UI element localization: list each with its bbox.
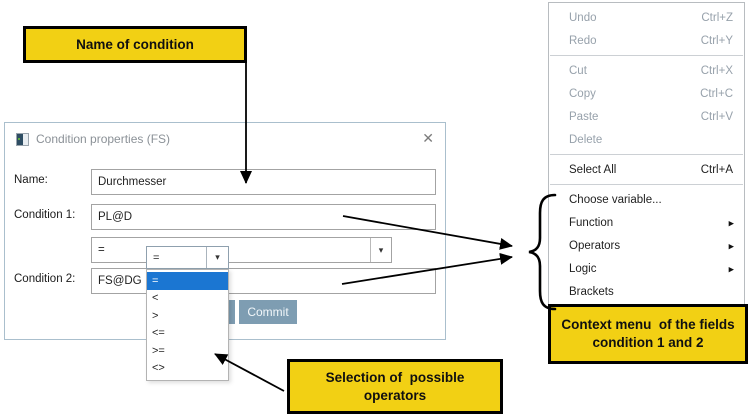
menu-item-shortcut: Ctrl+X bbox=[700, 64, 733, 77]
menu-item-label: Choose variable... bbox=[569, 193, 662, 206]
operator-dropdown-field[interactable]: = ▾ bbox=[146, 246, 229, 269]
callout-text-line1: Selection of possible bbox=[325, 369, 465, 385]
dropdown-option-gte[interactable]: >= bbox=[152, 344, 165, 357]
operator-combobox[interactable]: = ▾ bbox=[91, 237, 392, 263]
menu-item-label: Undo bbox=[569, 11, 597, 24]
condition2-label: Condition 2: bbox=[14, 273, 76, 285]
menu-separator bbox=[550, 154, 743, 155]
menu-item-undo: Undo Ctrl+Z bbox=[549, 6, 744, 29]
submenu-arrow-icon: ▶ bbox=[728, 265, 735, 273]
menu-item-label: Logic bbox=[569, 262, 597, 275]
menu-item-label: Copy bbox=[569, 87, 596, 100]
menu-item-delete: Delete bbox=[549, 128, 744, 151]
callout-text-line2: operators bbox=[363, 387, 427, 403]
callout-context-menu: Context menu of the fields condition 1 a… bbox=[548, 304, 748, 364]
menu-item-label: Operators bbox=[569, 239, 621, 252]
name-input[interactable]: Durchmesser bbox=[91, 169, 436, 195]
menu-item-label: Function bbox=[569, 216, 614, 229]
menu-item-label: Paste bbox=[569, 110, 599, 123]
dropdown-option-neq[interactable]: <> bbox=[152, 362, 165, 375]
callout-text-line1: Context menu of the fields bbox=[561, 317, 735, 333]
menu-item-cut: Cut Ctrl+X bbox=[549, 59, 744, 82]
submenu-arrow-icon: ▶ bbox=[728, 219, 735, 227]
menu-item-label: Redo bbox=[569, 34, 597, 47]
context-menu: Undo Ctrl+Z Redo Ctrl+Y Cut Ctrl+X Copy Ctrl+C P… bbox=[548, 2, 745, 307]
chevron-down-icon[interactable]: ▾ bbox=[206, 247, 228, 268]
menu-item-label: Select All bbox=[569, 163, 617, 176]
menu-item-shortcut: Ctrl+A bbox=[700, 163, 733, 176]
menu-item-copy: Copy Ctrl+C bbox=[549, 82, 744, 105]
name-input-value: Durchmesser bbox=[98, 176, 167, 188]
menu-item-label: Cut bbox=[569, 64, 587, 77]
menu-item-shortcut: Ctrl+C bbox=[700, 87, 733, 100]
menu-item-operators[interactable]: Operators ▶ bbox=[549, 234, 744, 257]
menu-item-choose-variable[interactable]: Choose variable... bbox=[549, 188, 744, 211]
operator-dropdown-value: = bbox=[153, 251, 160, 264]
callout-text: Name of condition bbox=[76, 36, 194, 52]
dropdown-option-lte[interactable]: <= bbox=[152, 327, 165, 340]
menu-item-shortcut: Ctrl+Y bbox=[700, 34, 733, 47]
condition1-input-value: PL@D bbox=[98, 211, 133, 223]
dialog-title: Condition properties (FS) bbox=[36, 132, 171, 146]
menu-item-shortcut: Ctrl+V bbox=[700, 110, 733, 123]
menu-item-label: Delete bbox=[569, 133, 603, 146]
name-label: Name: bbox=[14, 174, 48, 186]
callout-name-of-condition: Name of condition bbox=[23, 26, 247, 63]
dropdown-option-lt[interactable]: < bbox=[152, 292, 159, 305]
menu-item-brackets[interactable]: Brackets bbox=[549, 280, 744, 303]
callout-selection-of-operators: Selection of possible operators bbox=[287, 359, 503, 414]
menu-item-logic[interactable]: Logic ▶ bbox=[549, 257, 744, 280]
menu-item-shortcut: Ctrl+Z bbox=[701, 11, 733, 24]
window-icon bbox=[16, 133, 29, 146]
condition1-input[interactable]: PL@D bbox=[91, 204, 436, 230]
condition2-input-value: FS@DG bbox=[98, 275, 142, 287]
dropdown-option-eq[interactable]: = bbox=[147, 272, 228, 290]
close-icon[interactable]: ✕ bbox=[422, 130, 434, 146]
menu-item-label: Brackets bbox=[569, 285, 614, 298]
menu-item-paste: Paste Ctrl+V bbox=[549, 105, 744, 128]
callout-text-line2: condition 1 and 2 bbox=[592, 335, 704, 350]
chevron-down-icon[interactable]: ▾ bbox=[370, 238, 391, 262]
menu-item-function[interactable]: Function ▶ bbox=[549, 211, 744, 234]
dropdown-option-gt[interactable]: > bbox=[152, 309, 159, 322]
menu-separator bbox=[550, 184, 743, 185]
submenu-arrow-icon: ▶ bbox=[728, 242, 735, 250]
operator-dropdown-list: =<><=>=<> bbox=[146, 269, 229, 381]
condition1-label: Condition 1: bbox=[14, 209, 76, 221]
menu-item-redo: Redo Ctrl+Y bbox=[549, 29, 744, 52]
condition2-input[interactable]: FS@DG bbox=[91, 268, 436, 294]
commit-button[interactable]: Commit bbox=[239, 300, 297, 324]
menu-separator bbox=[550, 55, 743, 56]
operator-combobox-value: = bbox=[98, 244, 105, 256]
menu-item-select-all[interactable]: Select All Ctrl+A bbox=[549, 158, 744, 181]
